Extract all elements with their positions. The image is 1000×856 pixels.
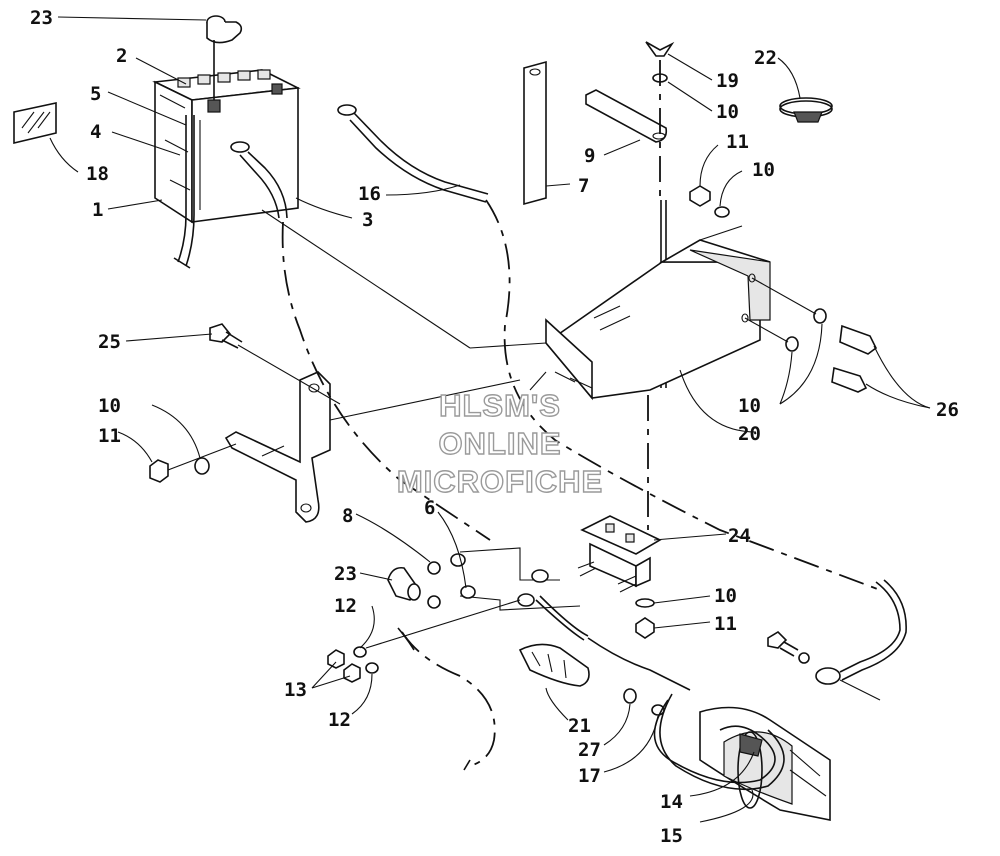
callout-16: 16 [358, 183, 381, 205]
nut [427, 595, 441, 609]
callout-14: 14 [660, 791, 683, 813]
nut [343, 663, 361, 683]
callout-22: 22 [754, 47, 777, 69]
mounting-bracket [224, 371, 331, 523]
washer [635, 598, 655, 608]
callout-4: 4 [90, 121, 101, 143]
callout-17: 17 [578, 765, 601, 787]
main-cable [485, 199, 881, 591]
cable-strap [737, 731, 763, 809]
callout-7: 7 [578, 175, 589, 197]
callout-1: 1 [92, 199, 103, 221]
watermark: HLSM'S ONLINE MICROFICHE [396, 387, 603, 499]
callout-15: 15 [660, 825, 683, 847]
callout-labels: 23 2 5 4 18 1 16 3 7 9 19 10 22 11 10 25… [30, 7, 959, 847]
ground-cable [281, 221, 491, 541]
nut [427, 561, 441, 575]
washer [353, 646, 367, 658]
callout-11: 11 [98, 425, 121, 447]
nut [327, 649, 345, 669]
tray-bolts [744, 277, 878, 393]
nut [635, 617, 655, 639]
starter-lug [623, 688, 637, 704]
hold-down-bracket [585, 89, 668, 143]
ground-bolt [767, 630, 810, 664]
callout-5: 5 [90, 83, 101, 105]
starter-solenoid [577, 515, 662, 593]
callout-10: 10 [752, 159, 775, 181]
washer [714, 206, 730, 218]
callout-23: 23 [334, 563, 357, 585]
cable-tie [779, 97, 833, 123]
callout-23: 23 [30, 7, 53, 29]
leader-lines [49, 16, 931, 823]
callout-26: 26 [936, 399, 959, 421]
bolt-25 [209, 323, 243, 349]
callout-18: 18 [86, 163, 109, 185]
washer [365, 662, 379, 674]
battery-strap [523, 60, 547, 206]
wing-nut [645, 41, 675, 57]
watermark-line-3: MICROFICHE [397, 464, 603, 499]
washer [450, 553, 466, 567]
nut [149, 459, 169, 483]
negative-cable [230, 141, 288, 219]
watermark-line-1: HLSM'S [439, 388, 561, 423]
callout-24: 24 [728, 525, 751, 547]
solenoid-boot [387, 566, 421, 601]
callout-19: 19 [716, 70, 739, 92]
callout-25: 25 [98, 331, 121, 353]
callout-8: 8 [342, 505, 353, 527]
washer [194, 457, 210, 475]
watermark-line-2: ONLINE [438, 426, 561, 461]
battery-decal [13, 102, 57, 145]
callout-21: 21 [568, 715, 591, 737]
callout-10: 10 [716, 101, 739, 123]
callout-12: 12 [334, 595, 357, 617]
callout-10: 10 [714, 585, 737, 607]
nut [689, 185, 711, 207]
callout-10: 10 [738, 395, 761, 417]
callout-11: 11 [714, 613, 737, 635]
battery [152, 69, 301, 224]
rubber-boot [518, 643, 590, 687]
callout-27: 27 [578, 739, 601, 761]
battery-tray [544, 239, 771, 401]
starter-wire [653, 699, 776, 784]
terminal-boot [206, 15, 243, 100]
washer [460, 585, 476, 599]
starter-motor [699, 706, 831, 821]
callout-9: 9 [584, 145, 595, 167]
harness-wire [401, 631, 496, 767]
callout-2: 2 [116, 45, 127, 67]
callout-13: 13 [284, 679, 307, 701]
callout-12: 12 [328, 709, 351, 731]
vent-tube [177, 115, 195, 267]
callout-6: 6 [424, 497, 435, 519]
positive-cable [337, 104, 489, 203]
callout-11: 11 [726, 131, 749, 153]
callout-10: 10 [98, 395, 121, 417]
callout-3: 3 [362, 209, 373, 231]
callout-20: 20 [738, 423, 761, 445]
